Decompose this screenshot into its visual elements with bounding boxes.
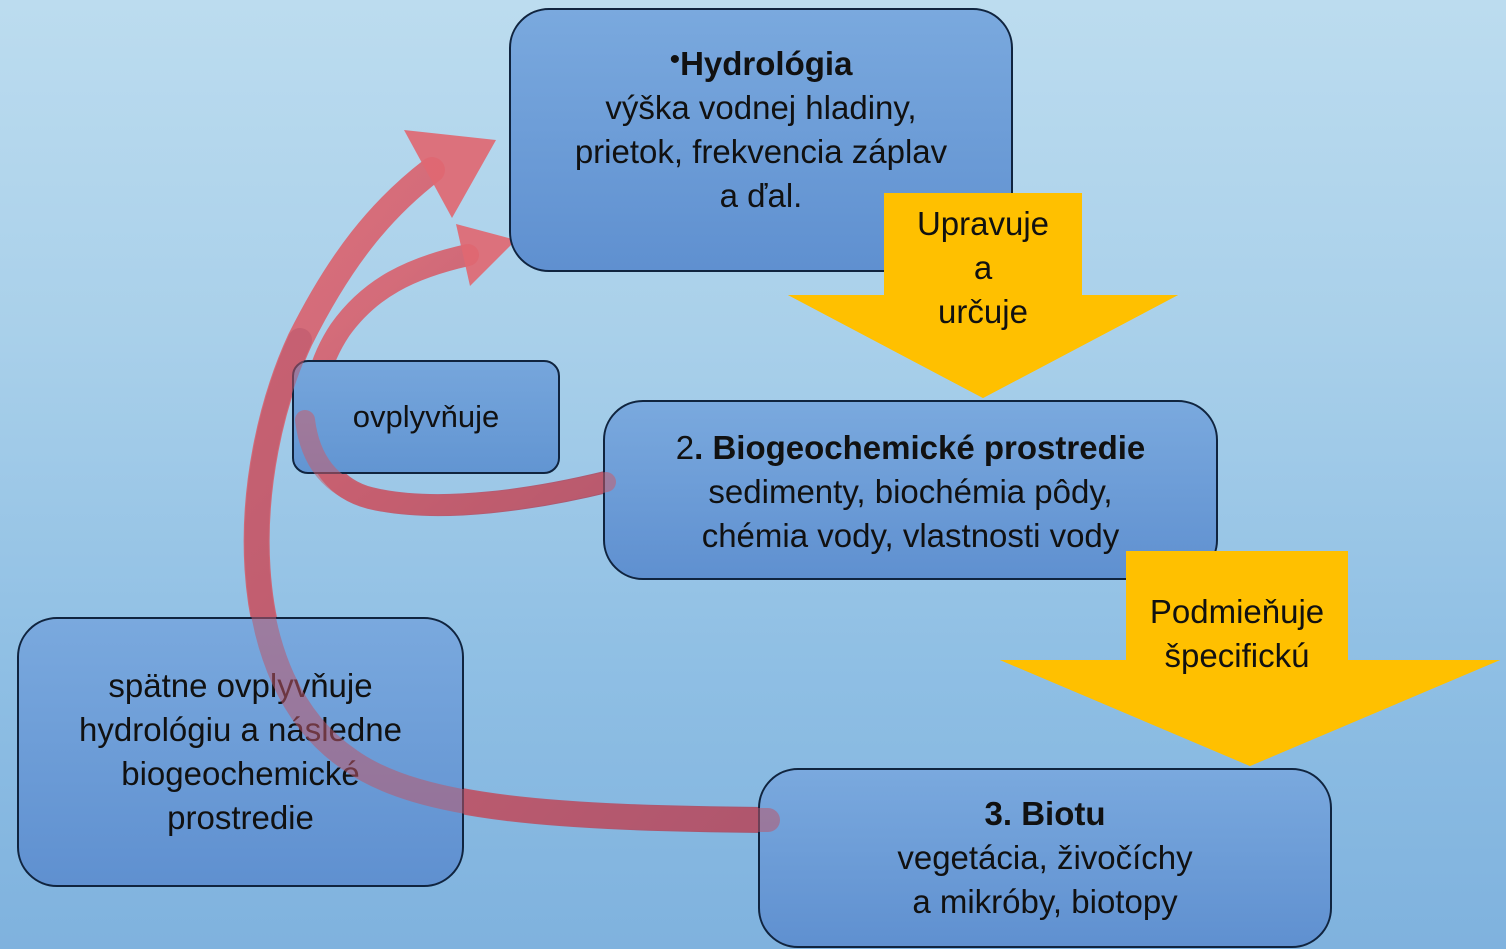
- conditions-label: Podmieňuje špecifickú: [1149, 593, 1325, 675]
- biogeochemical-line-1: sedimenty, biochémia pôdy,: [708, 472, 1113, 510]
- biogeochemical-node: 2. Biogeochemické prostredie sedimenty, …: [603, 400, 1218, 580]
- hydrology-line-3: a ďal.: [719, 177, 803, 215]
- biogeochemical-line-2: chémia vody, vlastnosti vody: [701, 517, 1120, 555]
- bullet-marker: •: [669, 42, 681, 76]
- feedback-node: spätne ovplyvňuje hydrológiu a následne …: [17, 617, 464, 887]
- biota-node: 3. Biotu vegetácia, živočíchy a mikróby,…: [758, 768, 1332, 948]
- biogeochemical-title: 2. Biogeochemické prostredie: [675, 428, 1146, 466]
- influences-node: ovplyvňuje: [292, 360, 560, 474]
- biota-line-2: a mikróby, biotopy: [912, 883, 1178, 921]
- biota-title: 3. Biotu: [984, 794, 1106, 832]
- regulates-label: Upravuje a určuje: [916, 205, 1050, 331]
- influences-label: ovplyvňuje: [352, 399, 500, 435]
- hydrology-line-1: výška vodnej hladiny,: [605, 88, 917, 126]
- hydrology-title: •Hydrológia: [669, 42, 853, 82]
- biota-line-1: vegetácia, živočíchy: [897, 838, 1193, 876]
- influence-curve-arrowhead: [456, 224, 516, 286]
- hydrology-line-2: prietok, frekvencia záplav: [574, 133, 948, 170]
- feedback-curve-arrowhead: [404, 130, 496, 218]
